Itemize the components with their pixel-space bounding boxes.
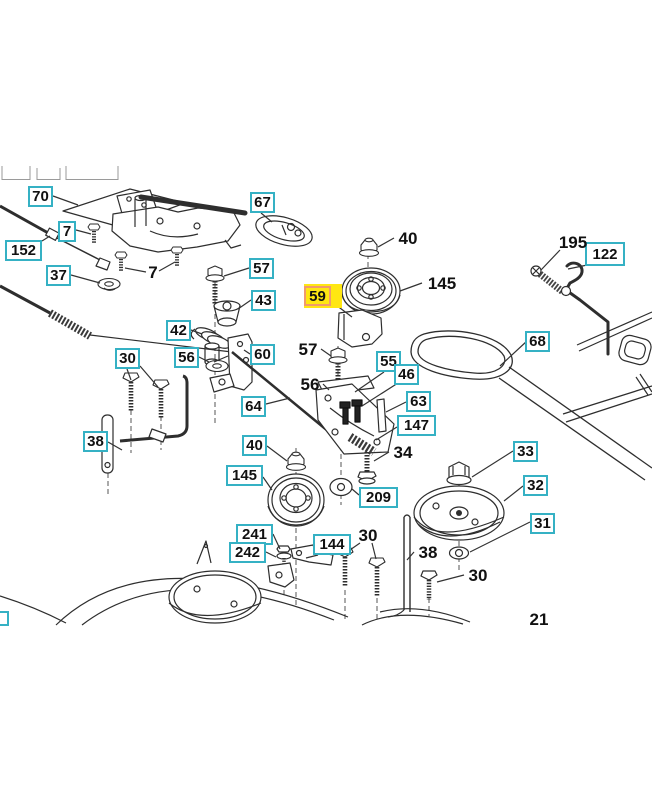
- part-34-bolt: [357, 452, 377, 485]
- part-label-7[interactable]: 7: [148, 262, 158, 282]
- part-label-46[interactable]: 46: [394, 364, 419, 385]
- part-label-57[interactable]: 57: [298, 339, 318, 359]
- part-32-spindle-pulley: [413, 485, 505, 541]
- part-label-32[interactable]: 32: [523, 475, 548, 496]
- part-label-21[interactable]: 21: [529, 609, 549, 627]
- part-label-30[interactable]: 30: [468, 565, 488, 585]
- part-label-40[interactable]: 40: [398, 228, 418, 248]
- part-label-30[interactable]: 30: [358, 525, 378, 545]
- part-63-bar: [376, 398, 387, 433]
- part-label-145[interactable]: 145: [226, 465, 263, 486]
- part-label-144[interactable]: 144: [313, 534, 351, 555]
- part-38-rod-bottom: [387, 514, 411, 618]
- part-195-spring-screw: [530, 265, 566, 295]
- part-label-56[interactable]: 56: [300, 374, 320, 394]
- part-label-7[interactable]: 7: [58, 221, 76, 242]
- part-label-63[interactable]: 63: [406, 391, 431, 412]
- part-label-56[interactable]: 56: [174, 347, 199, 368]
- part-label-195[interactable]: 195: [558, 232, 588, 252]
- part-68-belt: [410, 330, 652, 481]
- part-40-nut-top: [358, 237, 380, 257]
- part-label-60[interactable]: 60: [250, 344, 275, 365]
- leader-lines: [41, 195, 593, 583]
- diagram-line-art: [0, 166, 652, 626]
- part-label-31[interactable]: 31: [530, 513, 555, 534]
- part-70-control-plate-assembly: [62, 188, 248, 253]
- part-33-flange-nut: [446, 461, 472, 486]
- part-209-washer: [329, 477, 353, 497]
- lower-cable-spring: [0, 284, 233, 353]
- part-145-idler-pulley-bottom: [267, 473, 325, 527]
- part-label-34[interactable]: 34: [393, 442, 413, 462]
- part-label-59-highlighted[interactable]: 59: [304, 286, 331, 306]
- part-67-grip: [255, 215, 313, 247]
- part-label-122[interactable]: 122: [585, 242, 625, 266]
- part-label-43[interactable]: 43: [251, 290, 276, 311]
- clipped-label-fragment: [0, 611, 9, 626]
- part-60-bracket: [209, 333, 253, 393]
- part-label-38[interactable]: 38: [83, 431, 108, 452]
- part-43-bearing-cup: [213, 300, 241, 327]
- part-46-bolts: [339, 399, 363, 425]
- clipped-top-boxes: [1, 166, 119, 180]
- part-label-145[interactable]: 145: [427, 273, 457, 293]
- part-label-57[interactable]: 57: [249, 258, 274, 279]
- frame-rails: [576, 311, 652, 396]
- part-label-70[interactable]: 70: [28, 186, 53, 207]
- highlight-marker: 59: [304, 284, 342, 308]
- mower-deck: [0, 540, 471, 626]
- part-37-washer: [97, 277, 121, 291]
- part-40-nut-bottom: [285, 451, 307, 471]
- part-label-147[interactable]: 147: [397, 415, 436, 436]
- part-label-42[interactable]: 42: [166, 320, 191, 341]
- part-122-rod: [560, 261, 610, 356]
- part-label-30[interactable]: 30: [115, 348, 140, 369]
- part-30-bolts-left: [123, 373, 169, 418]
- part-label-242[interactable]: 242: [229, 542, 266, 563]
- part-label-67[interactable]: 67: [250, 192, 275, 213]
- part-145-idler-pulley-top: [341, 267, 401, 315]
- part-label-68[interactable]: 68: [525, 331, 550, 352]
- part-label-33[interactable]: 33: [513, 441, 538, 462]
- part-59-bracket: [337, 309, 383, 348]
- part-label-40[interactable]: 40: [242, 435, 267, 456]
- part-31-washer: [448, 546, 470, 560]
- part-38-rod-left: [101, 374, 189, 474]
- part-147-spring: [347, 433, 377, 456]
- part-label-64[interactable]: 64: [241, 396, 266, 417]
- part-241-242-bolt: [267, 545, 295, 588]
- part-label-209[interactable]: 209: [359, 487, 398, 508]
- part-label-152[interactable]: 152: [5, 240, 42, 261]
- part-label-38[interactable]: 38: [418, 542, 438, 562]
- part-30-bolts-mid: [337, 548, 385, 596]
- part-label-37[interactable]: 37: [46, 265, 71, 286]
- part-56-washer-left: [205, 359, 229, 373]
- part-30-bolt-right: [420, 570, 438, 600]
